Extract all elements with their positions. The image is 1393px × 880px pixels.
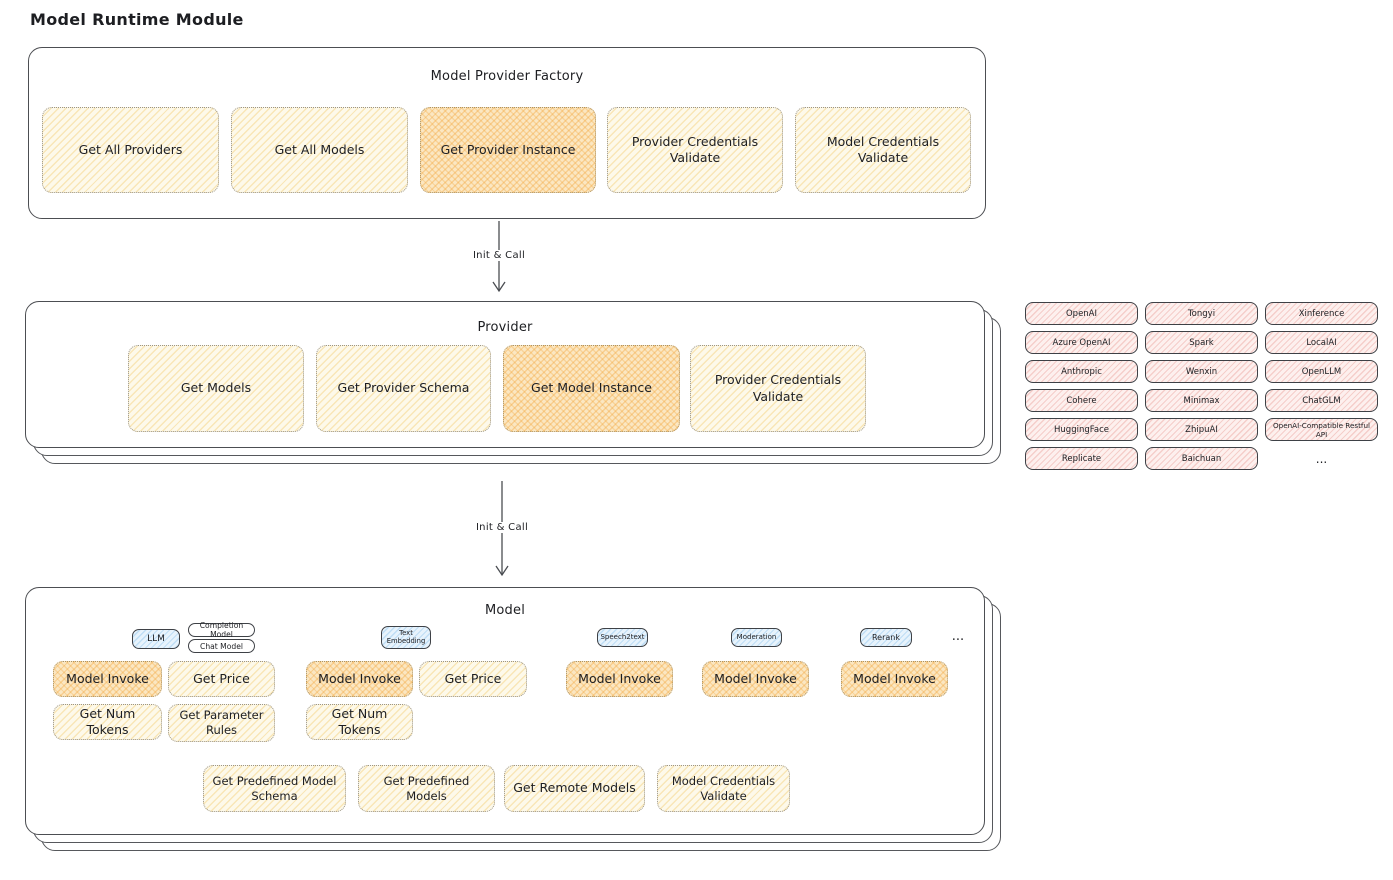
factory-title: Model Provider Factory [430, 69, 584, 84]
get-remote-models: Get Remote Models [504, 765, 645, 812]
model-title: Model [484, 603, 526, 618]
provider-chip-zhipuai: ZhipuAI [1145, 418, 1258, 441]
provider-chip-huggingface: HuggingFace [1025, 418, 1138, 441]
llm-get-num-tokens: Get Num Tokens [53, 704, 162, 740]
tag-text-embedding: Text Embedding [381, 626, 431, 649]
get-predefined-model-schema: Get Predefined Model Schema [203, 765, 346, 812]
factory-get-all-models: Get All Models [231, 107, 408, 193]
model-credentials-validate: Model Credentials Validate [657, 765, 790, 812]
provider-chip-replicate: Replicate [1025, 447, 1138, 470]
init-call-label-1: Init & Call [469, 250, 529, 261]
provider-chip-localai: LocalAI [1265, 331, 1378, 354]
tag-rerank: Rerank [860, 628, 912, 647]
model-tags-more: ... [951, 628, 965, 644]
provider-provider-credentials-validate: Provider Credentials Validate [690, 345, 866, 432]
provider-chip-anthropic: Anthropic [1025, 360, 1138, 383]
factory-get-all-providers: Get All Providers [42, 107, 219, 193]
factory-get-provider-instance: Get Provider Instance [420, 107, 596, 193]
provider-chip-minimax: Minimax [1145, 389, 1258, 412]
provider-chip-azure-openai: Azure OpenAI [1025, 331, 1138, 354]
provider-chip-spark: Spark [1145, 331, 1258, 354]
provider-chip-baichuan: Baichuan [1145, 447, 1258, 470]
provider-chip-openai-compatible-restful-api: OpenAI-Compatible Restful API [1265, 418, 1378, 441]
embedding-get-price: Get Price [419, 661, 527, 697]
provider-get-models: Get Models [128, 345, 304, 432]
tag-completion-model: Completion Model [188, 621, 255, 639]
init-call-label-2: Init & Call [472, 522, 532, 533]
provider-get-model-instance: Get Model Instance [503, 345, 680, 432]
rerank-model-invoke: Model Invoke [841, 661, 948, 697]
provider-title: Provider [477, 320, 533, 335]
llm-get-parameter-rules: Get Parameter Rules [168, 704, 275, 742]
tag-moderation: Moderation [731, 628, 782, 647]
embedding-get-num-tokens: Get Num Tokens [306, 704, 413, 740]
tag-llm: LLM [132, 629, 180, 649]
llm-model-invoke: Model Invoke [53, 661, 162, 697]
provider-chip-openai: OpenAI [1025, 302, 1138, 325]
provider-chips-more: ... [1315, 451, 1328, 466]
provider-chip-tongyi: Tongyi [1145, 302, 1258, 325]
tag-speech2text: Speech2text [597, 628, 648, 647]
provider-get-provider-schema: Get Provider Schema [316, 345, 491, 432]
provider-chip-cohere: Cohere [1025, 389, 1138, 412]
llm-get-price: Get Price [168, 661, 275, 697]
provider-chip-chatglm: ChatGLM [1265, 389, 1378, 412]
provider-chip-openllm: OpenLLM [1265, 360, 1378, 383]
factory-provider-credentials-validate: Provider Credentials Validate [607, 107, 783, 193]
tag-chat-model: Chat Model [188, 639, 255, 653]
get-predefined-models: Get Predefined Models [358, 765, 495, 812]
embedding-model-invoke: Model Invoke [306, 661, 413, 697]
speech2text-model-invoke: Model Invoke [566, 661, 673, 697]
page-title: Model Runtime Module [30, 10, 244, 29]
provider-chip-xinference: Xinference [1265, 302, 1378, 325]
factory-model-credentials-validate: Model Credentials Validate [795, 107, 971, 193]
provider-chip-wenxin: Wenxin [1145, 360, 1258, 383]
moderation-model-invoke: Model Invoke [702, 661, 809, 697]
